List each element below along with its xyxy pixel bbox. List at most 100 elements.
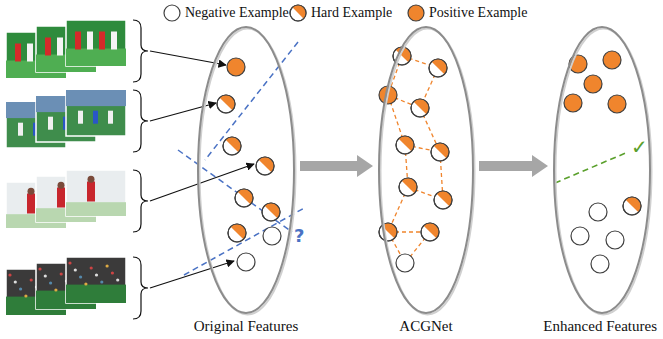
crowd-dot [84,282,87,285]
negative-example-dot [237,253,255,271]
block-arrow [479,155,548,177]
crowd-dot [79,275,82,278]
dot-fill [396,254,414,272]
dot-fill [263,227,281,245]
ellipse-border [379,27,473,313]
dot-fill [589,203,607,221]
player [27,194,35,214]
dot-fill [223,137,241,155]
hard-example-dot [228,224,246,242]
frame-stand [66,90,126,106]
video-frame [66,257,126,303]
curly-bracket [133,90,148,152]
dot-outline [411,99,429,117]
player [75,32,81,50]
dot-fill [217,95,235,113]
frame-bg [66,257,126,303]
curly-bracket [133,257,148,319]
node-caption: ACGNet [399,317,452,335]
dot-fill [396,136,414,154]
crowd-dot [8,273,11,276]
positive-example-dot [408,5,424,21]
player [45,38,51,56]
dot-outline [262,203,280,221]
legend-item: Negative Example [162,3,289,23]
dot-fill [606,231,624,249]
player-head [58,182,65,189]
player [108,111,113,124]
negative-example-dot [263,227,281,245]
dot-outline [235,189,253,207]
video-clips [6,20,126,315]
positive-example-dot [564,94,582,112]
ellipse-border [198,27,294,313]
hard-example-dot [223,137,241,155]
dot-fill [431,143,449,161]
dot-fill [411,99,429,117]
hard-example-dot [623,197,641,215]
hard-example-dot [262,203,280,221]
pointer-arrow [150,103,216,121]
dot-fill [434,191,452,209]
legend-label: Hard Example [311,4,392,22]
hard-example-dot [399,178,417,196]
dot-fill [623,197,641,215]
decision-boundary [178,150,292,232]
hard-example-dot [411,99,429,117]
positive-example-dot [227,58,245,76]
frame-strip [66,49,126,66]
hard-example-dot [429,59,447,77]
legend-label: Positive Example [429,4,527,22]
dot-fill [421,223,439,241]
hard-example-dot [290,5,306,21]
dot-outline [223,137,241,155]
pointer-arrow [150,261,234,288]
dot-outline [434,191,452,209]
crowd-dot [54,288,57,291]
feature-dots [178,42,641,275]
player [99,32,105,50]
crowd-dot [95,273,98,276]
dot-fill [290,5,306,21]
dot-outline [429,59,447,77]
dot-outline [290,5,306,21]
player [87,32,93,50]
player [111,32,117,50]
hard-example-dot [396,136,414,154]
player [93,111,98,124]
crowd-dot [19,287,22,290]
dot-fill [603,51,621,69]
video-frame [66,90,126,136]
player [57,188,65,208]
positive-example-dot [608,95,626,113]
crowd-dot [90,266,93,269]
feature-space-ellipse: Enhanced Features [553,26,651,314]
legend-swatch [288,3,308,23]
crowd-dot [100,280,103,283]
hard-example-dot [421,223,439,241]
video-frame [66,20,126,66]
hard-example-dot [434,191,452,209]
node-caption: Original Features [194,317,299,335]
negative-example-dot [589,203,607,221]
decision-boundary [555,152,628,183]
dot-outline [217,95,235,113]
crowd-dot [68,261,71,264]
frame-field [66,285,126,303]
dot-fill [429,59,447,77]
dot-fill [228,224,246,242]
frame-bg [66,90,126,136]
ellipse-border [554,27,650,313]
player [87,182,95,202]
dot-outline [228,224,246,242]
crowd-dot [38,267,41,270]
ellipse-outline [197,26,295,314]
positive-example-dot [584,75,602,93]
legend-item: Positive Example [406,3,527,23]
frame-ground [66,202,126,216]
video-frame [66,170,126,216]
dot-fill [399,178,417,196]
crowd-dot [74,268,77,271]
player [78,111,83,124]
legend-item: Hard Example [288,3,392,23]
